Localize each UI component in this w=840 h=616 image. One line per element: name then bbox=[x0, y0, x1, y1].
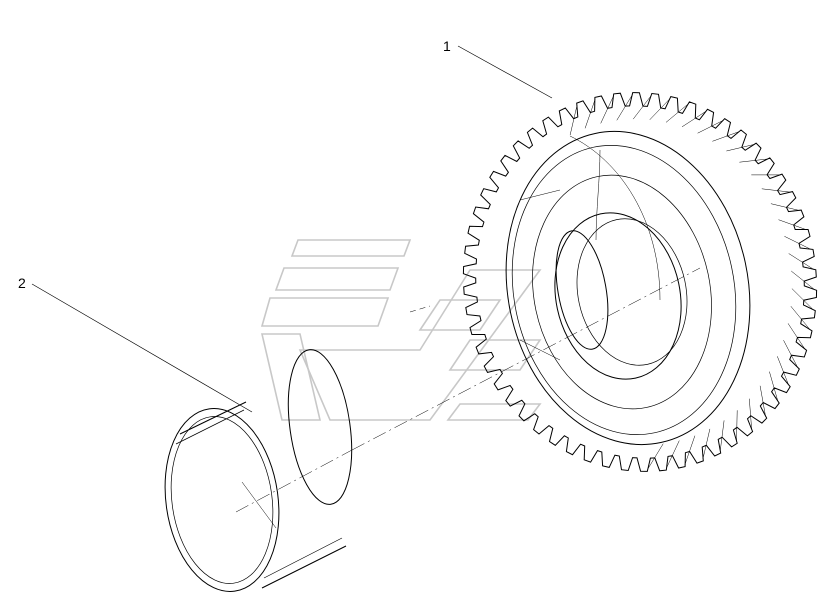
gear-tooth-face bbox=[600, 95, 614, 124]
gear-tooth-face bbox=[787, 323, 806, 350]
gear-tooth-face bbox=[616, 94, 633, 121]
gear-tooth-face bbox=[633, 95, 652, 120]
gear-tooth-face bbox=[783, 340, 799, 369]
gear-tooth-face bbox=[666, 440, 680, 469]
gear-tooth-face bbox=[684, 435, 696, 465]
gear-tooth-face bbox=[759, 385, 766, 417]
gear-teeth bbox=[462, 92, 818, 472]
gear-tooth-face bbox=[770, 203, 800, 211]
center-axis-line bbox=[235, 267, 701, 513]
gear-tooth-face bbox=[726, 144, 755, 152]
gear-tooth-face bbox=[665, 103, 689, 123]
gear-tooth-face bbox=[697, 119, 724, 134]
gear-tooth-face bbox=[791, 288, 814, 311]
gear-tooth-face bbox=[649, 98, 671, 120]
gear-tooth-face bbox=[791, 270, 816, 291]
gear-tooth-face bbox=[681, 110, 707, 128]
gear-teeth-outline bbox=[462, 92, 818, 472]
gear-tooth-face bbox=[584, 99, 596, 129]
gear-tooth-face bbox=[790, 306, 811, 331]
gear-tooth-face bbox=[769, 371, 779, 402]
gear-tooth-face bbox=[712, 131, 740, 142]
gear-tooth-face bbox=[702, 428, 711, 460]
gear-tooth-face bbox=[647, 443, 664, 470]
gear-tooth-face bbox=[719, 420, 725, 452]
leader-line-2 bbox=[31, 283, 253, 413]
leader-line-1 bbox=[457, 45, 553, 99]
gear-tooth-face bbox=[739, 158, 769, 163]
callout-2: 2 bbox=[18, 275, 26, 291]
gear-tooth-face bbox=[761, 188, 791, 193]
gear-tooth-face bbox=[736, 410, 738, 442]
gear-tooth-face bbox=[788, 253, 815, 270]
gear-tooth-face bbox=[778, 219, 807, 230]
gear-part bbox=[462, 92, 818, 472]
gear-tooth-face bbox=[569, 104, 578, 136]
gear-tooth-face bbox=[784, 236, 812, 250]
callout-1: 1 bbox=[443, 38, 451, 54]
gear-tooth-face bbox=[749, 398, 752, 430]
watermark-logo bbox=[260, 239, 542, 421]
gear-tooth-face bbox=[777, 356, 790, 386]
bushing-part bbox=[164, 349, 353, 592]
